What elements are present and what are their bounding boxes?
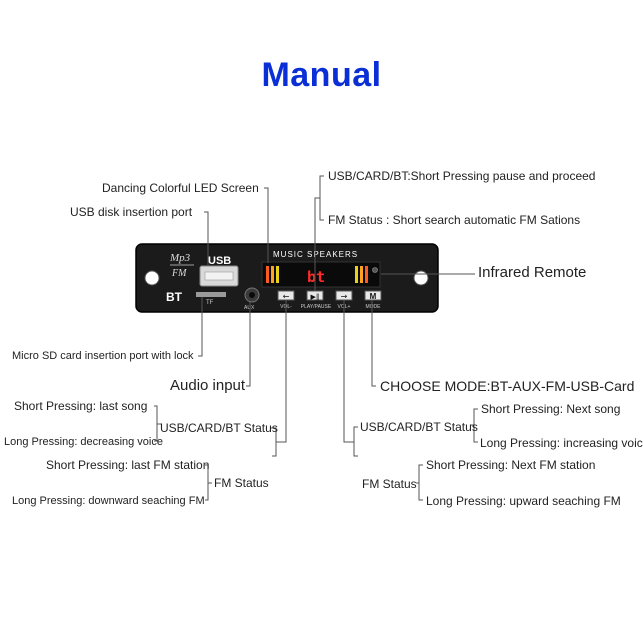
label-right-bt-short: Short Pressing: Next song (481, 402, 621, 416)
mp3-board: Mp3 FM BT USB TF AUX MUSIC SPEAKERS bt ←… (135, 243, 439, 313)
fm-logo-text: FM (171, 268, 187, 279)
leader-mode (371, 300, 376, 387)
label-usb-port: USB disk insertion port (70, 205, 193, 219)
label-left-fm-long: Long Pressing: downward seaching FM (12, 495, 205, 507)
tf-board-text: TF (206, 300, 214, 306)
play-pause-board-label: PLAY/PAUSE (301, 304, 332, 310)
label-right-bt-long: Long Pressing: increasing voice (480, 436, 643, 450)
label-right-fm-long: Long Pressing: upward seaching FM (426, 494, 621, 508)
label-right-fm-short: Short Pressing: Next FM station (426, 458, 596, 472)
play-pause-symbol: ▶‖ (311, 293, 320, 301)
bracket-right-mid (353, 426, 358, 457)
led-bar (360, 266, 363, 283)
label-right-fm-status: FM Status (362, 477, 417, 491)
label-audio-input: Audio input (170, 377, 246, 394)
leader-led-screen (264, 187, 269, 263)
led-bar (276, 266, 279, 283)
page-title: Manual (261, 56, 382, 94)
label-right-bt-status: USB/CARD/BT Status (360, 420, 478, 434)
label-left-bt-short: Short Pressing: last song (14, 399, 148, 413)
mp3-logo-text: Mp3 (169, 252, 191, 264)
leader-lines (154, 175, 478, 501)
bracket-play-pause (319, 175, 324, 221)
leader-usb-port (204, 211, 209, 266)
led-bar (355, 266, 358, 283)
usb-port-tongue (204, 271, 234, 281)
vol-minus-symbol: ← (283, 292, 290, 301)
music-speakers-text: MUSIC SPEAKERS (273, 250, 358, 259)
usb-board-text: USB (208, 255, 231, 267)
led-bar (266, 266, 269, 283)
leader-vol-minus (276, 300, 287, 443)
label-usb-card-bt-short: USB/CARD/BT:Short Pressing pause and pro… (328, 169, 596, 183)
aux-jack-hole (249, 292, 255, 298)
led-bar (271, 266, 274, 283)
ir-receiver (372, 267, 378, 273)
aux-board-text: AUX (244, 305, 255, 311)
label-infrared: Infrared Remote (478, 264, 587, 281)
label-left-fm-short: Short Pressing: last FM station (46, 458, 210, 472)
mount-hole-left (144, 270, 160, 286)
label-led-screen: Dancing Colorful LED Screen (102, 181, 259, 195)
leader-audio-input (246, 302, 251, 387)
led-bar (365, 266, 368, 283)
vol-plus-symbol: → (341, 292, 348, 301)
label-choose-mode: CHOOSE MODE:BT-AUX-FM-USB-Card (380, 378, 635, 394)
leader-play-pause (314, 197, 320, 291)
label-fm-status-short: FM Status : Short search automatic FM Sa… (328, 213, 581, 227)
label-left-fm-status: FM Status (214, 476, 269, 490)
bracket-right-fm (418, 464, 423, 501)
label-sd-port: Micro SD card insertion port with lock (12, 350, 194, 362)
leader-sd-port (198, 297, 203, 357)
leader-vol-plus (343, 300, 354, 443)
mode-board-label: MODE (366, 304, 382, 310)
label-left-bt-status: USB/CARD/BT Status (160, 421, 278, 435)
mode-symbol: M (370, 292, 377, 301)
tf-slot (196, 292, 226, 297)
label-left-bt-long: Long Pressing: decreasing voice (4, 436, 163, 448)
led-display-text: bt (307, 268, 325, 286)
mode-button (364, 290, 382, 301)
mount-hole-right (413, 270, 429, 286)
bt-board-text: BT (166, 290, 183, 304)
